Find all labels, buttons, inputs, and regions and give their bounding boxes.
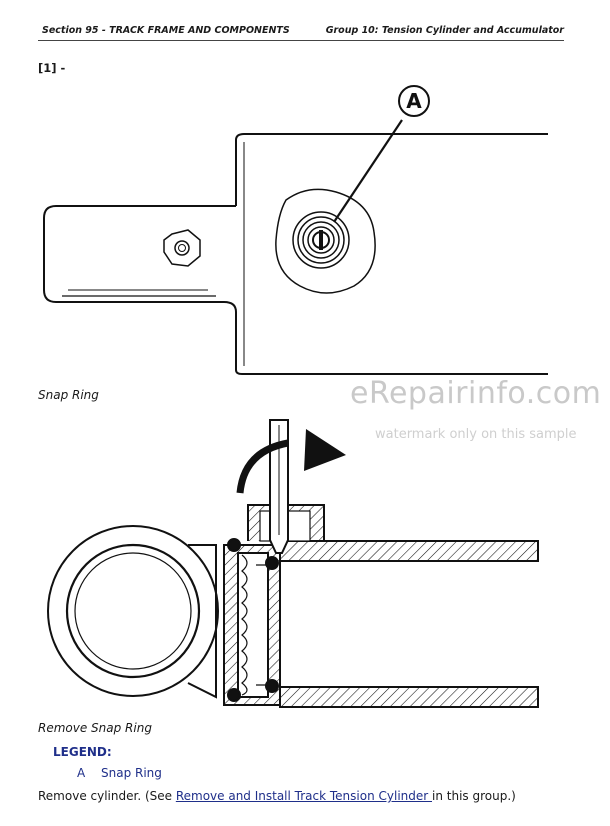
figure1-caption: Snap Ring xyxy=(38,388,99,402)
legend-item: A Snap Ring xyxy=(77,766,162,780)
watermark-brand: eRepairinfo.com xyxy=(350,376,602,411)
group-title: Group 10: Tension Cylinder and Accumulat… xyxy=(325,25,564,36)
instruction-before: Remove cylinder. (See xyxy=(38,789,176,803)
remove-install-cylinder-link[interactable]: Remove and Install Track Tension Cylinde… xyxy=(175,789,433,803)
instruction-text: Remove cylinder. (See Remove and Install… xyxy=(38,789,516,803)
legend-label: Snap Ring xyxy=(101,766,162,780)
watermark-note: watermark only on this sample xyxy=(375,427,577,442)
legend-key: A xyxy=(77,766,86,780)
callout-label: A xyxy=(406,89,422,113)
reference-number: [1] - xyxy=(38,61,66,75)
figure-remove-snap-ring-illustration xyxy=(47,419,539,708)
page-header: Section 95 - TRACK FRAME AND COMPONENTS … xyxy=(38,22,564,41)
instruction-after: in this group.) xyxy=(432,789,516,803)
legend-title: LEGEND: xyxy=(53,745,112,759)
figure-snap-ring-illustration: A xyxy=(43,85,548,375)
section-title: Section 95 - TRACK FRAME AND COMPONENTS xyxy=(42,25,290,36)
figure2-caption: Remove Snap Ring xyxy=(38,721,152,735)
